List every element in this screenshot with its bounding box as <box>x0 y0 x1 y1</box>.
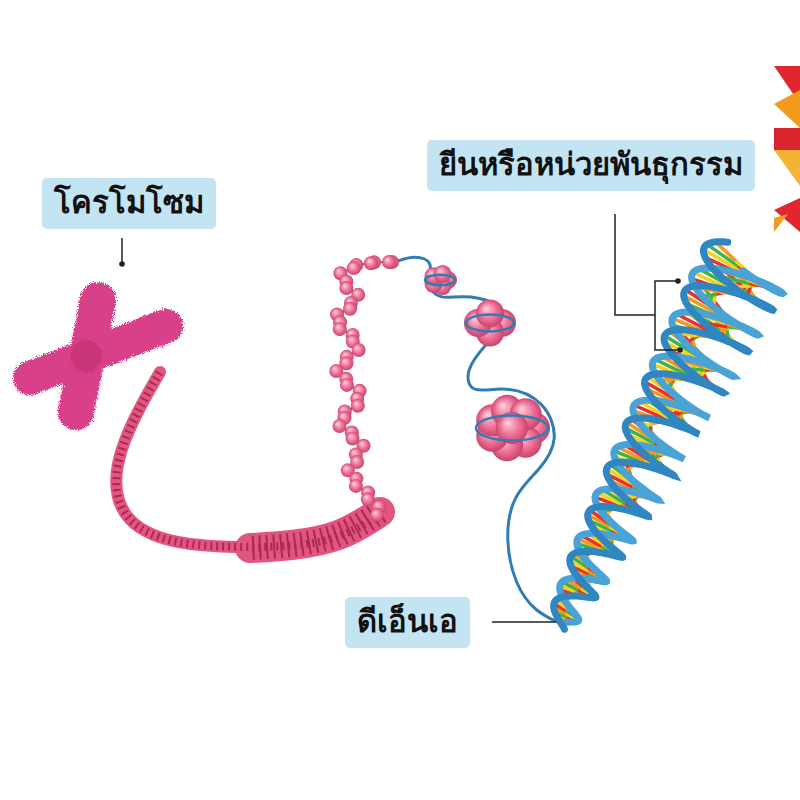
corner-triangle <box>774 128 800 150</box>
nucleosome-bead <box>370 508 384 522</box>
nucleosome-bead <box>351 399 365 413</box>
corner-triangle <box>774 90 800 128</box>
label-text: โครโมโซม <box>54 182 204 222</box>
leader-line <box>492 621 556 623</box>
nucleosome-bead <box>347 261 361 275</box>
centromere <box>70 340 102 372</box>
dna-wrap <box>425 275 455 286</box>
nucleosome-bead <box>339 281 353 295</box>
sugar-phosphate-backbone <box>560 268 783 623</box>
corner-triangle <box>774 150 800 186</box>
nucleosomes <box>329 255 550 522</box>
label-box: ดีเอ็นเอ <box>345 597 470 648</box>
nucleosome-bead <box>382 255 396 269</box>
leader-dot <box>675 278 681 284</box>
corner-decoration <box>774 66 800 232</box>
dna-wrap <box>476 415 548 440</box>
label-box: ยีนหรือหน่วยพันธุกรรม <box>427 140 755 191</box>
nucleosome-bead <box>352 343 366 357</box>
leader-lines <box>119 214 683 622</box>
nucleosome-bead <box>333 322 347 336</box>
label-text: ยีนหรือหน่วยพันธุกรรม <box>439 144 743 184</box>
leader-line <box>615 214 655 315</box>
leader-line <box>121 238 123 262</box>
dna-helix <box>554 242 783 630</box>
nucleosome-bead <box>343 302 357 316</box>
chromatid <box>30 326 166 378</box>
corner-triangle <box>774 214 788 232</box>
label-text: ดีเอ็นเอ <box>357 601 458 641</box>
corner-triangle <box>774 198 800 232</box>
chromatin-string <box>337 262 395 515</box>
bracket <box>655 281 678 350</box>
dna-thread <box>395 257 562 624</box>
sugar-phosphate-backbone <box>554 242 773 630</box>
leader-dot <box>119 261 125 267</box>
chromatin-fiber <box>116 372 380 547</box>
leader-dot <box>677 347 683 353</box>
fiber-texture <box>116 372 380 547</box>
chromatin-fiber <box>116 257 562 624</box>
nucleosome-bead <box>349 479 363 493</box>
nucleosome-bead <box>333 419 347 433</box>
fiber-texture <box>250 512 380 548</box>
label-box: โครโมโซม <box>42 178 216 229</box>
nucleosome-bead <box>340 378 354 392</box>
nucleosome-bead <box>364 256 378 270</box>
dna-wrap <box>466 315 514 332</box>
